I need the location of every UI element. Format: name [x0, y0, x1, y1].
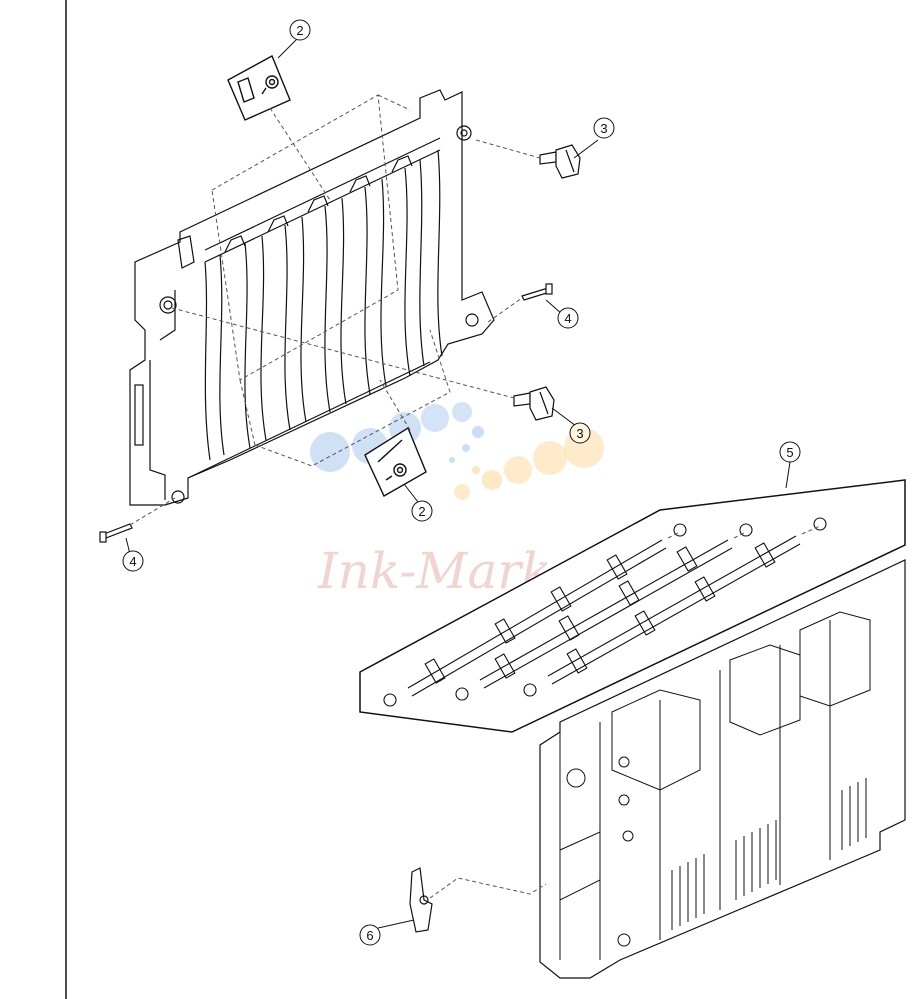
- pin-part-upper: [521, 283, 553, 301]
- callout-label: 6: [366, 928, 373, 943]
- callout-2-top: 2: [289, 19, 311, 41]
- upper-leader-lines: [129, 107, 541, 526]
- knob-part-upper: [539, 144, 581, 179]
- callout-label: 2: [418, 504, 425, 519]
- callout-3-top: 3: [593, 117, 615, 139]
- roller-kit-group: [359, 479, 906, 733]
- callout-label: 3: [600, 121, 607, 136]
- lever-part: [409, 867, 433, 933]
- knob-part-lower: [513, 386, 555, 421]
- callout-5: 5: [779, 441, 801, 463]
- callout-4-left: 4: [122, 550, 144, 572]
- callout-2-bottom: 2: [411, 500, 433, 522]
- chassis-frame: [539, 559, 906, 979]
- callout-label: 2: [296, 23, 303, 38]
- exit-guide-assembly: [129, 89, 495, 506]
- callout-3-bottom: 3: [569, 422, 591, 444]
- callout-leaders: [125, 37, 791, 929]
- callout-6: 6: [359, 924, 381, 946]
- pin-part-lower: [99, 523, 133, 543]
- roller-kit-outline: [359, 479, 906, 733]
- callout-label: 3: [576, 426, 583, 441]
- latch-part-top: [227, 55, 291, 121]
- chassis-details: [559, 611, 871, 960]
- callout-label: 4: [564, 311, 571, 326]
- callout-4-right: 4: [557, 307, 579, 329]
- latch-part-bottom: [364, 426, 427, 497]
- callout-label: 4: [129, 554, 136, 569]
- callout-label: 5: [786, 445, 793, 460]
- lever-leader-line: [429, 877, 547, 899]
- upper-dashed-outline: [211, 94, 451, 467]
